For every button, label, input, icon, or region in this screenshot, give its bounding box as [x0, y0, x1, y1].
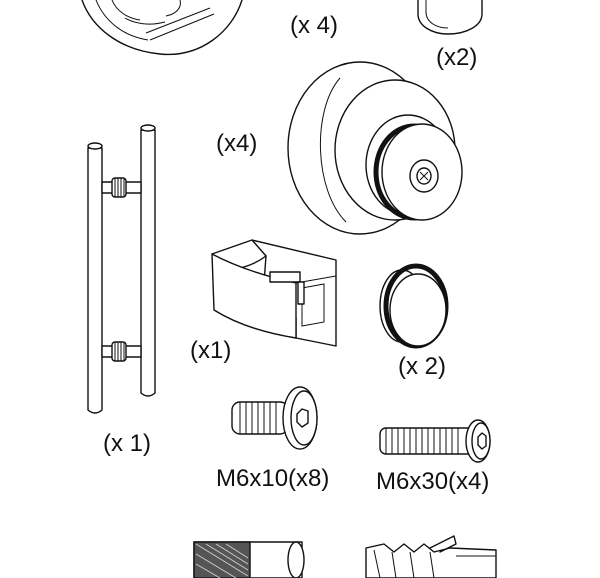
- label-screw-long: M6x30(x4): [376, 468, 489, 495]
- glass-clamp-part: [211, 239, 337, 347]
- wall-plug-part: [365, 535, 497, 578]
- end-cap-part: [379, 263, 449, 349]
- label-qty-roller: (x4): [216, 130, 257, 157]
- detail-callout-circle: [81, 0, 243, 56]
- label-qty-cap: (x 2): [398, 353, 446, 380]
- screw-m6x10-part: [231, 386, 318, 450]
- door-handle-part: [87, 124, 156, 414]
- label-qty-handle: (x 1): [103, 430, 151, 457]
- label-qty-small-cylinder: (x2): [436, 44, 477, 71]
- label-qty-glass-clamp: (x1): [190, 337, 231, 364]
- screw-m6x30-part: [379, 419, 491, 463]
- label-screw-short: M6x10(x8): [216, 465, 329, 492]
- label-qty-top-part: (x 4): [290, 12, 338, 39]
- roller-wheel-part: [287, 61, 463, 235]
- small-cylinder-part: [417, 0, 483, 35]
- threaded-insert-part: [193, 541, 305, 578]
